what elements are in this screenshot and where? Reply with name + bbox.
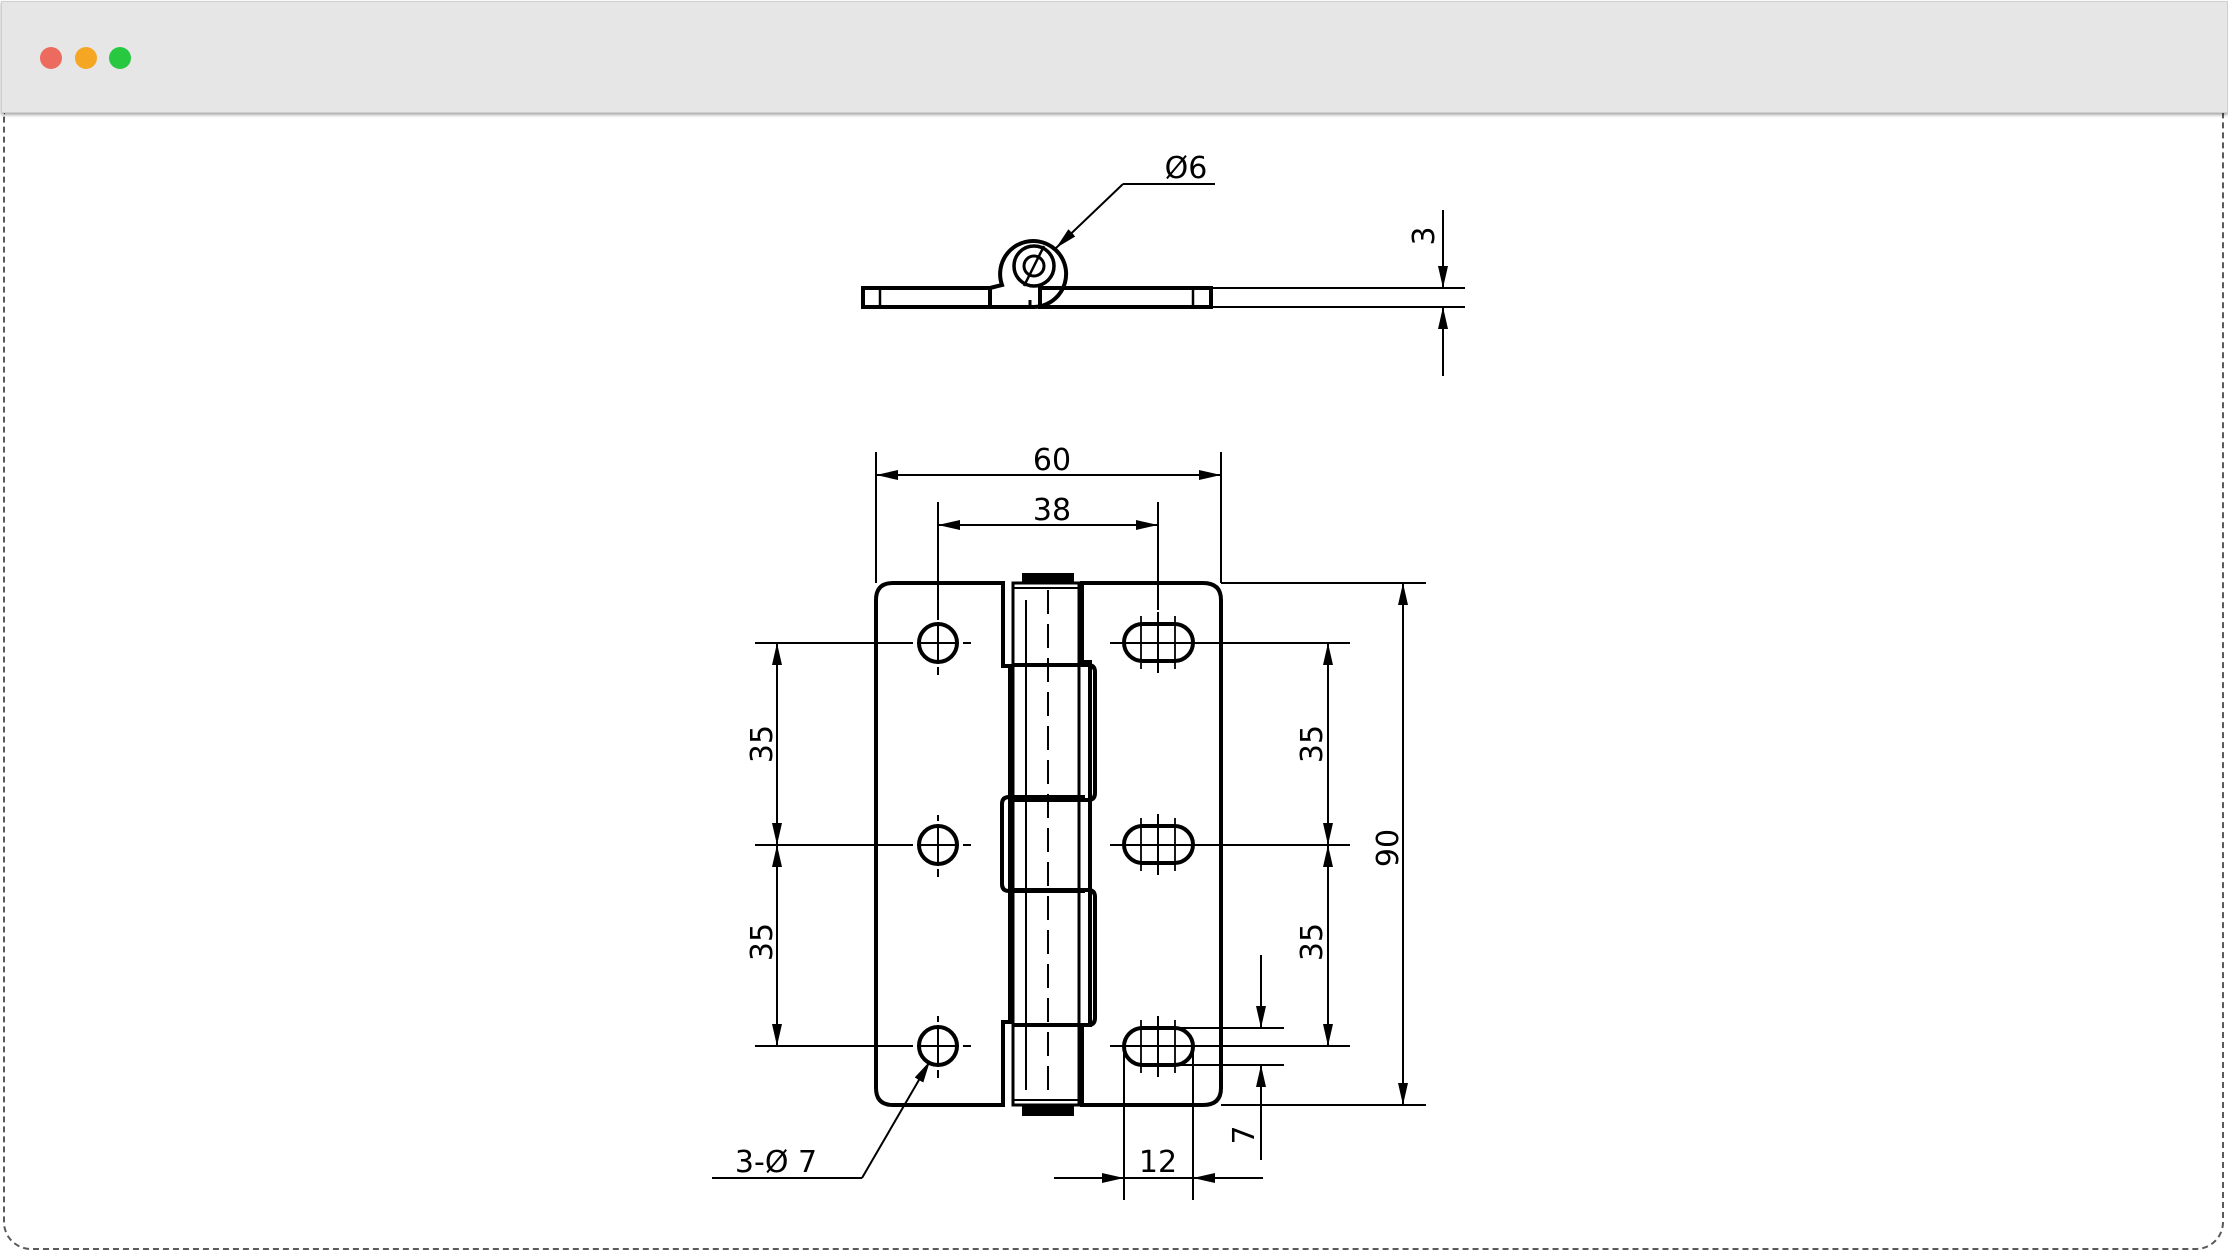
knuckle-right-lower [1012, 888, 1097, 1027]
slot-width-label: 12 [1139, 1145, 1177, 1180]
leaf-thickness-label: 3 [1407, 226, 1442, 245]
pin-diameter-label: Ø6 [1165, 151, 1208, 186]
title-bar [1, 1, 2228, 113]
round-hole-bottom [917, 1025, 959, 1067]
side-view-pin-circle [1012, 244, 1056, 288]
hole-callout-label: 3-Ø 7 [735, 1145, 817, 1180]
slot-height-label: 7 [1227, 1125, 1262, 1144]
left-leaf-outline [874, 581, 1012, 1107]
minimize-window-button[interactable] [75, 47, 97, 69]
round-hole-middle [917, 824, 959, 866]
round-hole-top [917, 622, 959, 664]
right-spacing-upper-label: 35 [1295, 725, 1330, 763]
left-spacing-lower-label: 35 [745, 923, 780, 961]
side-view [861, 183, 1465, 376]
right-spacing-lower-label: 35 [1295, 923, 1330, 961]
hole-callout-leader [861, 1060, 931, 1179]
front-view [712, 452, 1426, 1200]
maximize-window-button[interactable] [109, 47, 131, 69]
knuckle-left-middle [1000, 795, 1085, 893]
drawing-canvas [3, 112, 2224, 1250]
side-view-leaf-right [1038, 286, 1213, 309]
close-window-button[interactable] [40, 47, 62, 69]
slot-hole-top [1110, 612, 1206, 673]
overall-width-label: 60 [1033, 443, 1071, 478]
left-spacing-upper-label: 35 [745, 725, 780, 763]
slot-hole-middle [1110, 814, 1206, 875]
side-view-knuckle [989, 239, 1069, 309]
overall-height-label: 90 [1371, 829, 1406, 867]
pin-cap-bottom [1022, 1105, 1074, 1116]
right-leaf-outline [1080, 581, 1223, 1107]
pin-cap-top [1022, 573, 1074, 583]
knuckle-right-upper [1012, 663, 1097, 802]
hole-spacing-width-label: 38 [1033, 493, 1071, 528]
side-view-leaf-left [861, 286, 992, 309]
